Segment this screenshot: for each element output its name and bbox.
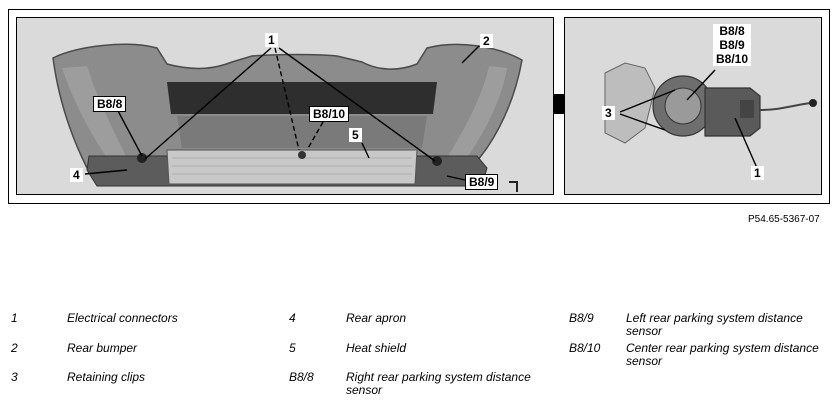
bumper-left-highlight: [62, 66, 127, 158]
legend-text-3: Retaining clips: [67, 370, 146, 384]
legend-text-5: Heat shield: [346, 341, 407, 355]
legend-key-b8-8: B8/8: [289, 370, 314, 384]
heat-shield-shape: [166, 149, 418, 185]
legend-key-5: 5: [289, 341, 296, 355]
legend-key-2: 2: [11, 341, 18, 355]
legend-key-1: 1: [11, 311, 18, 325]
sensor-detail-photo: B8/8 B8/9 B8/10 3 1: [564, 17, 822, 195]
callout-1-left: 1: [265, 33, 278, 47]
callout-b8-8-left: B8/8: [93, 96, 127, 112]
callout-b8-10-left: B8/10: [309, 106, 350, 122]
callout-5: 5: [349, 128, 362, 142]
bracket-shape: [604, 62, 656, 144]
legend-text-b8-10: Center rear parking system distance sens…: [626, 341, 819, 368]
callout-b8-8-right: B8/8: [719, 24, 745, 38]
legend-text-2: Rear bumper: [67, 341, 138, 355]
heat-shield-texture: [172, 157, 412, 175]
sensor-b8-10-marker: [298, 151, 306, 159]
sensor-b8-9-marker: [432, 156, 442, 166]
connector-latch: [740, 100, 754, 118]
callout-4: 4: [70, 168, 83, 182]
callout-3: 3: [602, 106, 615, 120]
bumper-recess-shape: [167, 82, 437, 114]
sensor-b8-8-marker: [137, 153, 147, 163]
legend-text-4: Rear apron: [346, 311, 407, 325]
bracket-shape: [509, 181, 518, 192]
legend-text-b8-9: Left rear parking system distance sensor: [626, 311, 803, 338]
callout-sensor-group: B8/8 B8/9 B8/10: [713, 24, 752, 66]
callout-b8-9-left: B8/9: [465, 174, 499, 190]
legend-key-4: 4: [289, 311, 296, 325]
callout-1-right: 1: [751, 166, 764, 180]
leader-lines: [84, 45, 480, 181]
legend-key-3: 3: [11, 370, 18, 384]
rear-bumper-illustration: [52, 43, 523, 192]
callout-b8-9-right: B8/9: [719, 38, 745, 52]
callout-b8-10-right: B8/10: [716, 52, 749, 66]
bumper-right-highlight: [447, 66, 507, 158]
sensor-detail-illustration: [604, 62, 817, 169]
figure-reference: P54.65-5367-07: [748, 214, 820, 225]
sensor-face: [664, 87, 702, 125]
wire-end: [809, 99, 817, 107]
legend-key-b8-9: B8/9: [569, 311, 594, 325]
sensor-wire: [759, 102, 811, 111]
legend-text-1: Electrical connectors: [67, 311, 178, 325]
leader-lines: [619, 69, 758, 169]
bumper-lower-surface: [177, 116, 427, 148]
legend-key-b8-10: B8/10: [569, 341, 601, 355]
legend-text-b8-8: Right rear parking system distance senso…: [346, 370, 531, 397]
rear-bumper-photo: 1 2 B8/8 B8/10 5 4 B8/9: [16, 17, 554, 195]
callout-2: 2: [480, 34, 493, 48]
